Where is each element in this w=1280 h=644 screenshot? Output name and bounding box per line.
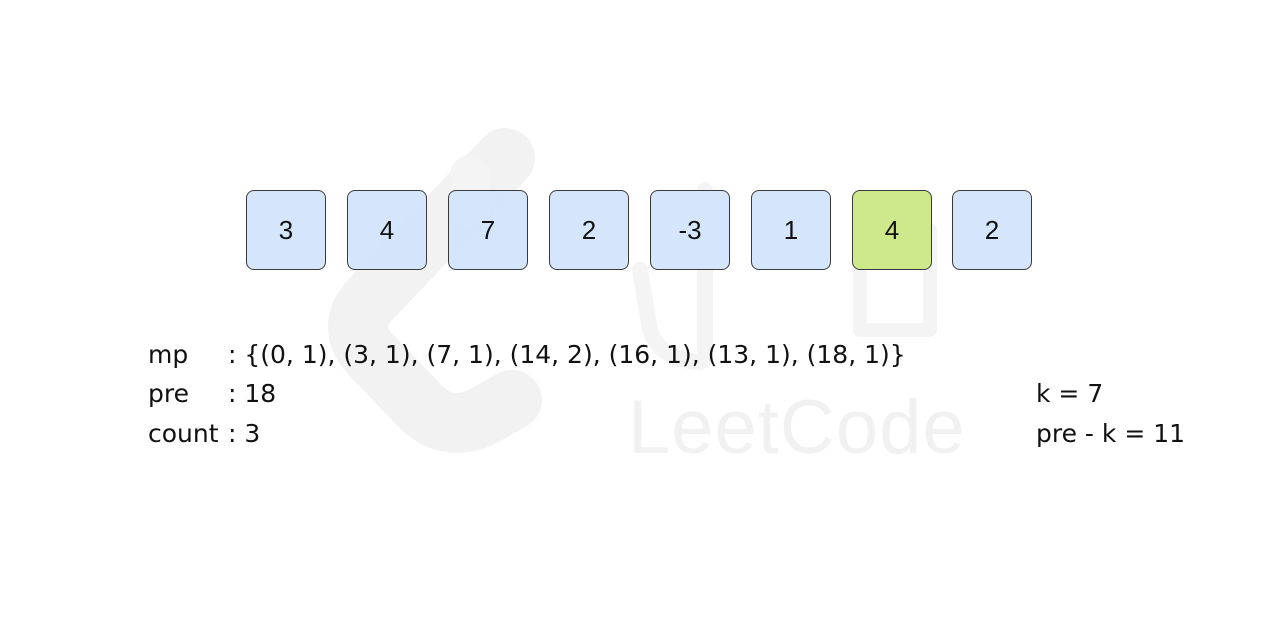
array-cell-7: 2 (952, 190, 1032, 270)
array-cell-0: 3 (246, 190, 326, 270)
watermark-text: LeetCode (628, 385, 966, 470)
array-cell-4: -3 (650, 190, 730, 270)
count-value: : 3 (228, 419, 261, 448)
count-label: count (148, 419, 219, 448)
array-cell-5: 1 (751, 190, 831, 270)
pre-minus-k-text: pre - k = 11 (1036, 419, 1186, 448)
pre-label: pre (148, 379, 189, 408)
array-cell-1: 4 (347, 190, 427, 270)
k-value-text: k = 7 (1036, 379, 1104, 408)
array-cell-3: 2 (549, 190, 629, 270)
count-line: count : 3 (148, 419, 260, 449)
array-cell-2: 7 (448, 190, 528, 270)
pre-value: : 18 (228, 379, 277, 408)
mp-label: mp (148, 340, 189, 369)
array-cell-6-current: 4 (852, 190, 932, 270)
mp-line: mp : {(0, 1), (3, 1), (7, 1), (14, 2), (1… (148, 340, 906, 370)
pre-line: pre : 18 (148, 379, 276, 409)
mp-value: : {(0, 1), (3, 1), (7, 1), (14, 2), (16,… (228, 340, 906, 369)
